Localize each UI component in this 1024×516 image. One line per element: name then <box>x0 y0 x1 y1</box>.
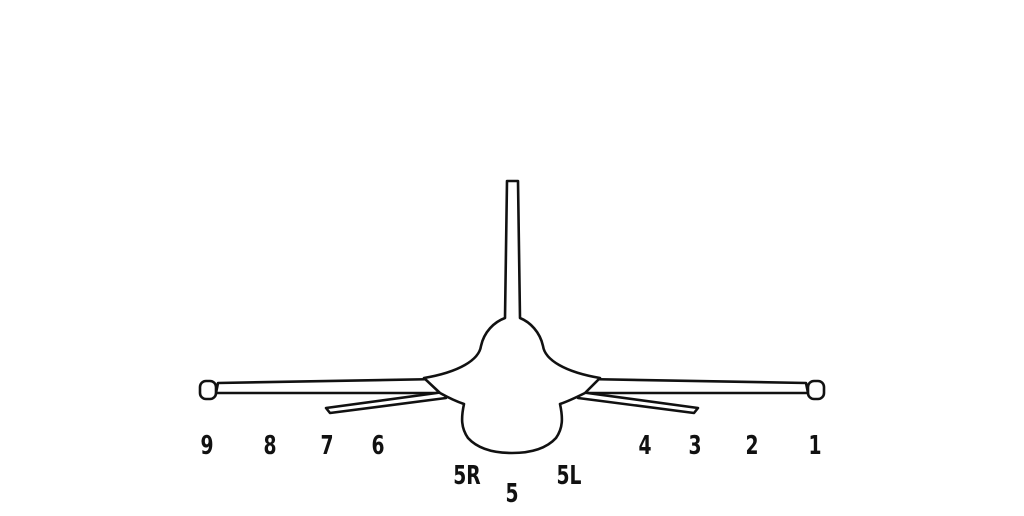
station-label-4: 4 <box>638 431 652 461</box>
station-label-7: 7 <box>320 431 334 461</box>
right-wing <box>583 377 810 395</box>
station-label-1: 1 <box>808 431 822 461</box>
station-label-5: 5 <box>505 479 519 509</box>
station-label-3: 3 <box>688 431 702 461</box>
station-label-5l: 5L <box>556 461 582 491</box>
station-label-2: 2 <box>745 431 759 461</box>
left-wingtip-rail <box>198 379 218 401</box>
station-label-6: 6 <box>371 431 385 461</box>
station-label-9: 9 <box>200 431 214 461</box>
right-horizontal-stabilizer <box>576 390 700 415</box>
station-label-5r: 5R <box>453 461 481 491</box>
left-wing <box>214 377 442 395</box>
left-horizontal-stabilizer <box>324 390 448 415</box>
right-wingtip-rail <box>806 379 826 401</box>
fuselage <box>422 179 602 455</box>
station-label-8: 8 <box>263 431 277 461</box>
